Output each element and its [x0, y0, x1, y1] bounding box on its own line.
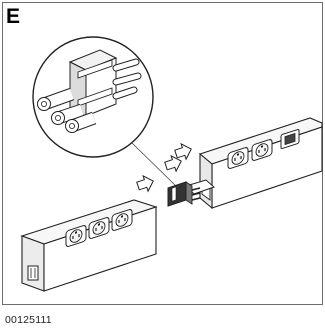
end-cap-plug	[27, 265, 39, 281]
assembly-illustration	[20, 36, 323, 292]
left-power-strip	[20, 199, 158, 292]
connector-coupling-icon	[167, 179, 215, 207]
reference-code: 00125111	[5, 314, 52, 326]
right-power-strip	[198, 117, 323, 210]
detail-zoom-circle	[32, 36, 154, 158]
rocker-switch-icon	[280, 128, 300, 150]
step-letter: E	[6, 5, 21, 28]
leader-line	[131, 142, 177, 187]
insert-arrow-icon	[135, 172, 157, 195]
